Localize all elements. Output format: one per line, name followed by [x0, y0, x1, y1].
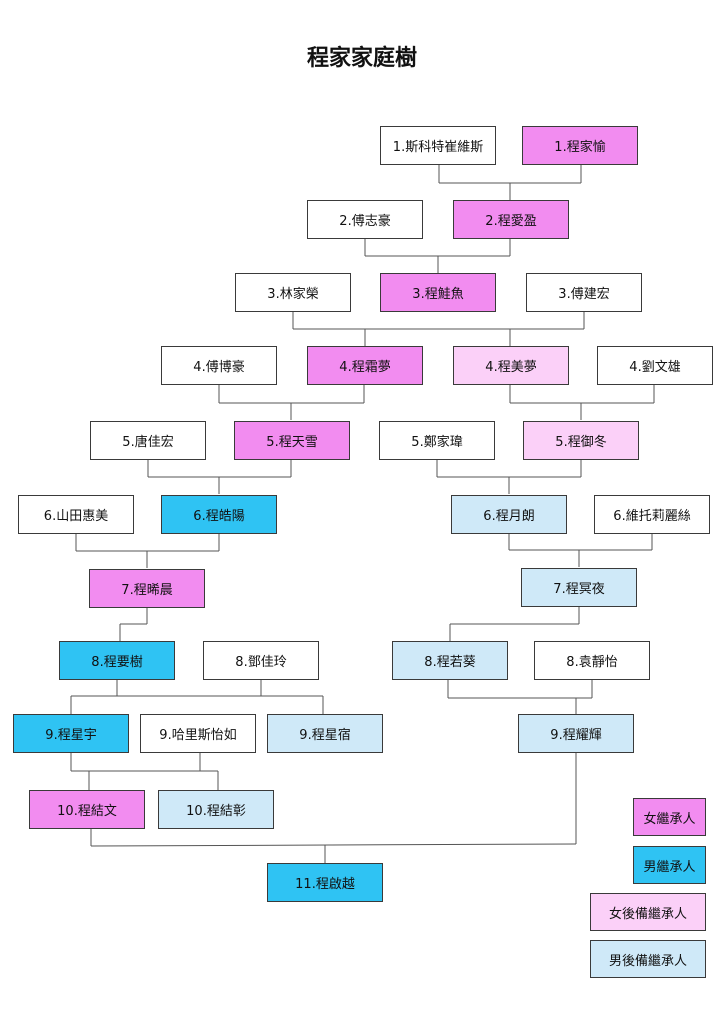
person-node: 4.程霜夢	[307, 346, 423, 385]
legend-female-backup-heir: 女後備繼承人	[590, 893, 706, 931]
person-node: 8.袁靜怡	[534, 641, 650, 680]
person-node: 2.傅志豪	[307, 200, 423, 239]
person-node: 7.程晞晨	[89, 569, 205, 608]
person-node: 6.程皓陽	[161, 495, 277, 534]
person-node: 4.劉文雄	[597, 346, 713, 385]
person-node: 8.鄧佳玲	[203, 641, 319, 680]
person-node: 8.程要樹	[59, 641, 175, 680]
person-node: 11.程啟越	[267, 863, 383, 902]
person-node: 8.程若葵	[392, 641, 508, 680]
person-node: 5.程天雪	[234, 421, 350, 460]
person-node: 10.程結文	[29, 790, 145, 829]
person-node: 9.程星宇	[13, 714, 129, 753]
person-node: 4.程美夢	[453, 346, 569, 385]
person-node: 6.維托莉麗絲	[594, 495, 710, 534]
person-node: 9.哈里斯怡如	[140, 714, 256, 753]
legend-male-heir: 男繼承人	[633, 846, 706, 884]
person-node: 1.斯科特崔維斯	[380, 126, 496, 165]
person-node: 4.傅博豪	[161, 346, 277, 385]
person-node: 3.傅建宏	[526, 273, 642, 312]
legend-male-backup-heir: 男後備繼承人	[590, 940, 706, 978]
person-node: 6.程月朗	[451, 495, 567, 534]
person-node: 10.程結彰	[158, 790, 274, 829]
person-node: 5.唐佳宏	[90, 421, 206, 460]
person-node: 1.程家愉	[522, 126, 638, 165]
person-node: 9.程星宿	[267, 714, 383, 753]
person-node: 3.林家榮	[235, 273, 351, 312]
person-node: 5.程御冬	[523, 421, 639, 460]
person-node: 3.程鮭魚	[380, 273, 496, 312]
person-node: 5.鄭家瑋	[379, 421, 495, 460]
person-node: 9.程耀輝	[518, 714, 634, 753]
legend-female-heir: 女繼承人	[633, 798, 706, 836]
person-node: 7.程冥夜	[521, 568, 637, 607]
page-title: 程家家庭樹	[306, 46, 417, 71]
person-node: 2.程愛盈	[453, 200, 569, 239]
person-node: 6.山田惠美	[18, 495, 134, 534]
